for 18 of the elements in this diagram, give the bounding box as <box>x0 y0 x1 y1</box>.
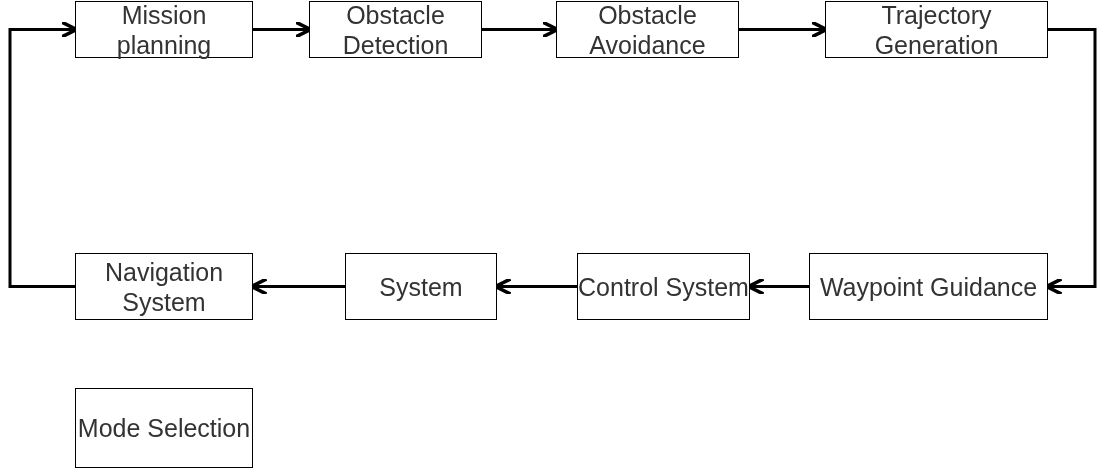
box-label: Waypoint Guidance <box>819 271 1038 302</box>
process-box <box>577 253 750 320</box>
box-label: Navigation System <box>103 256 225 317</box>
box-label: Mode Selection <box>77 413 251 443</box>
process-box <box>75 388 253 468</box>
process-box <box>809 253 1048 320</box>
process-box <box>556 1 739 58</box>
box-label: Control System <box>578 271 749 302</box>
box-label: Trajectory Generation <box>873 0 1000 60</box>
process-box <box>75 253 253 320</box>
box-label: System <box>379 271 463 302</box>
process-box <box>825 1 1048 58</box>
box-label: Obstacle Avoidance <box>588 0 707 60</box>
box-label: Mission planning <box>115 0 213 60</box>
process-box <box>75 1 253 58</box>
process-box <box>345 253 497 320</box>
box-label: Obstacle Detection <box>341 0 450 60</box>
process-box <box>309 1 482 58</box>
